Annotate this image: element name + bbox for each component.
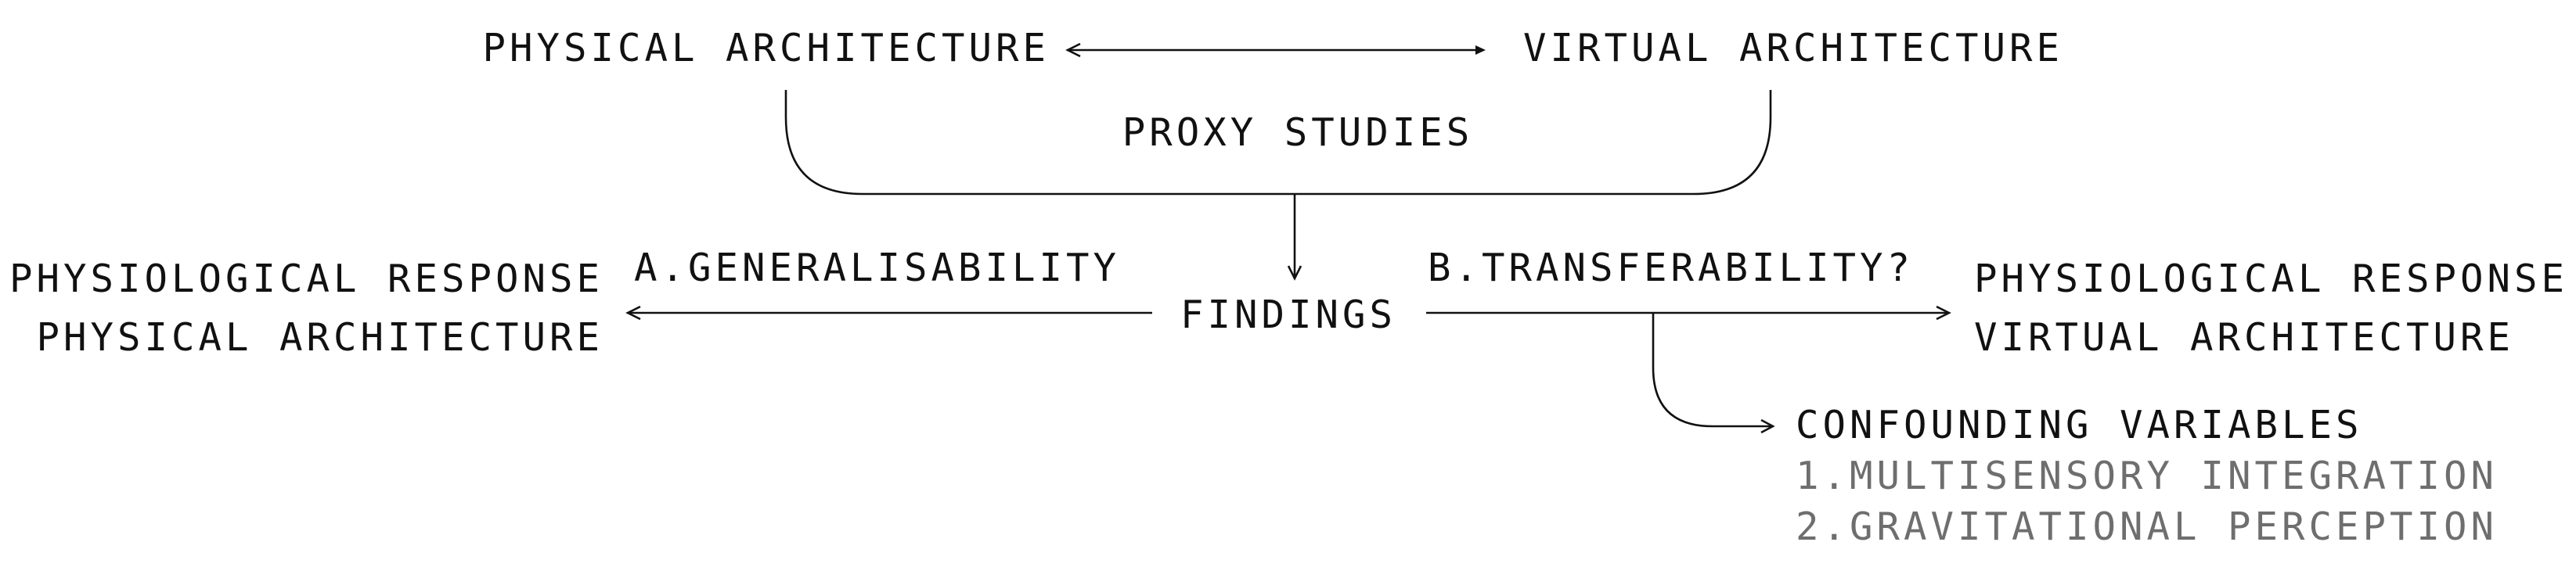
arrow-tail-marker <box>1475 45 1486 55</box>
arrowhead-left-top <box>1065 42 1081 58</box>
confounding-title: CONFOUNDING VARIABLES <box>1796 403 2363 447</box>
node-physical-architecture: PHYSICAL ARCHITECTURE <box>482 26 1050 70</box>
confounding-item: 1.MULTISENSORY INTEGRATION <box>1796 454 2499 498</box>
node-findings: FINDINGS <box>1180 293 1397 337</box>
node-virtual-architecture: VIRTUAL ARCHITECTURE <box>1523 26 2064 70</box>
confounding-item: 2.GRAVITATIONAL PERCEPTION <box>1796 504 2499 549</box>
node-physiological-response-physical: PHYSIOLOGICAL RESPONSE PHYSICAL ARCHITEC… <box>9 260 603 357</box>
arrowhead-right-mid <box>1936 305 1951 321</box>
edge-label-transferability: B.TRANSFERABILITY? <box>1428 246 1915 290</box>
arrowhead-left-mid <box>625 305 641 321</box>
result-line-1: PHYSIOLOGICAL RESPONSE <box>1974 257 2569 301</box>
result-line-1: PHYSIOLOGICAL RESPONSE <box>9 257 603 301</box>
proxy-studies-bracket <box>784 90 1772 196</box>
edge-label-generalisability: A.GENERALISABILITY <box>634 246 1121 290</box>
node-confounding-variables: CONFOUNDING VARIABLES 1.MULTISENSORY INT… <box>1796 406 2498 546</box>
arrowhead-down <box>1287 265 1302 281</box>
arrowhead-right-branch <box>1760 418 1775 434</box>
arrow-to-confounding <box>1652 313 1773 428</box>
node-physiological-response-virtual: PHYSIOLOGICAL RESPONSE VIRTUAL ARCHITECT… <box>1974 260 2568 357</box>
result-line-2: PHYSICAL ARCHITECTURE <box>36 315 603 360</box>
result-line-2: VIRTUAL ARCHITECTURE <box>1974 315 2515 360</box>
node-proxy-studies: PROXY STUDIES <box>1122 110 1474 155</box>
